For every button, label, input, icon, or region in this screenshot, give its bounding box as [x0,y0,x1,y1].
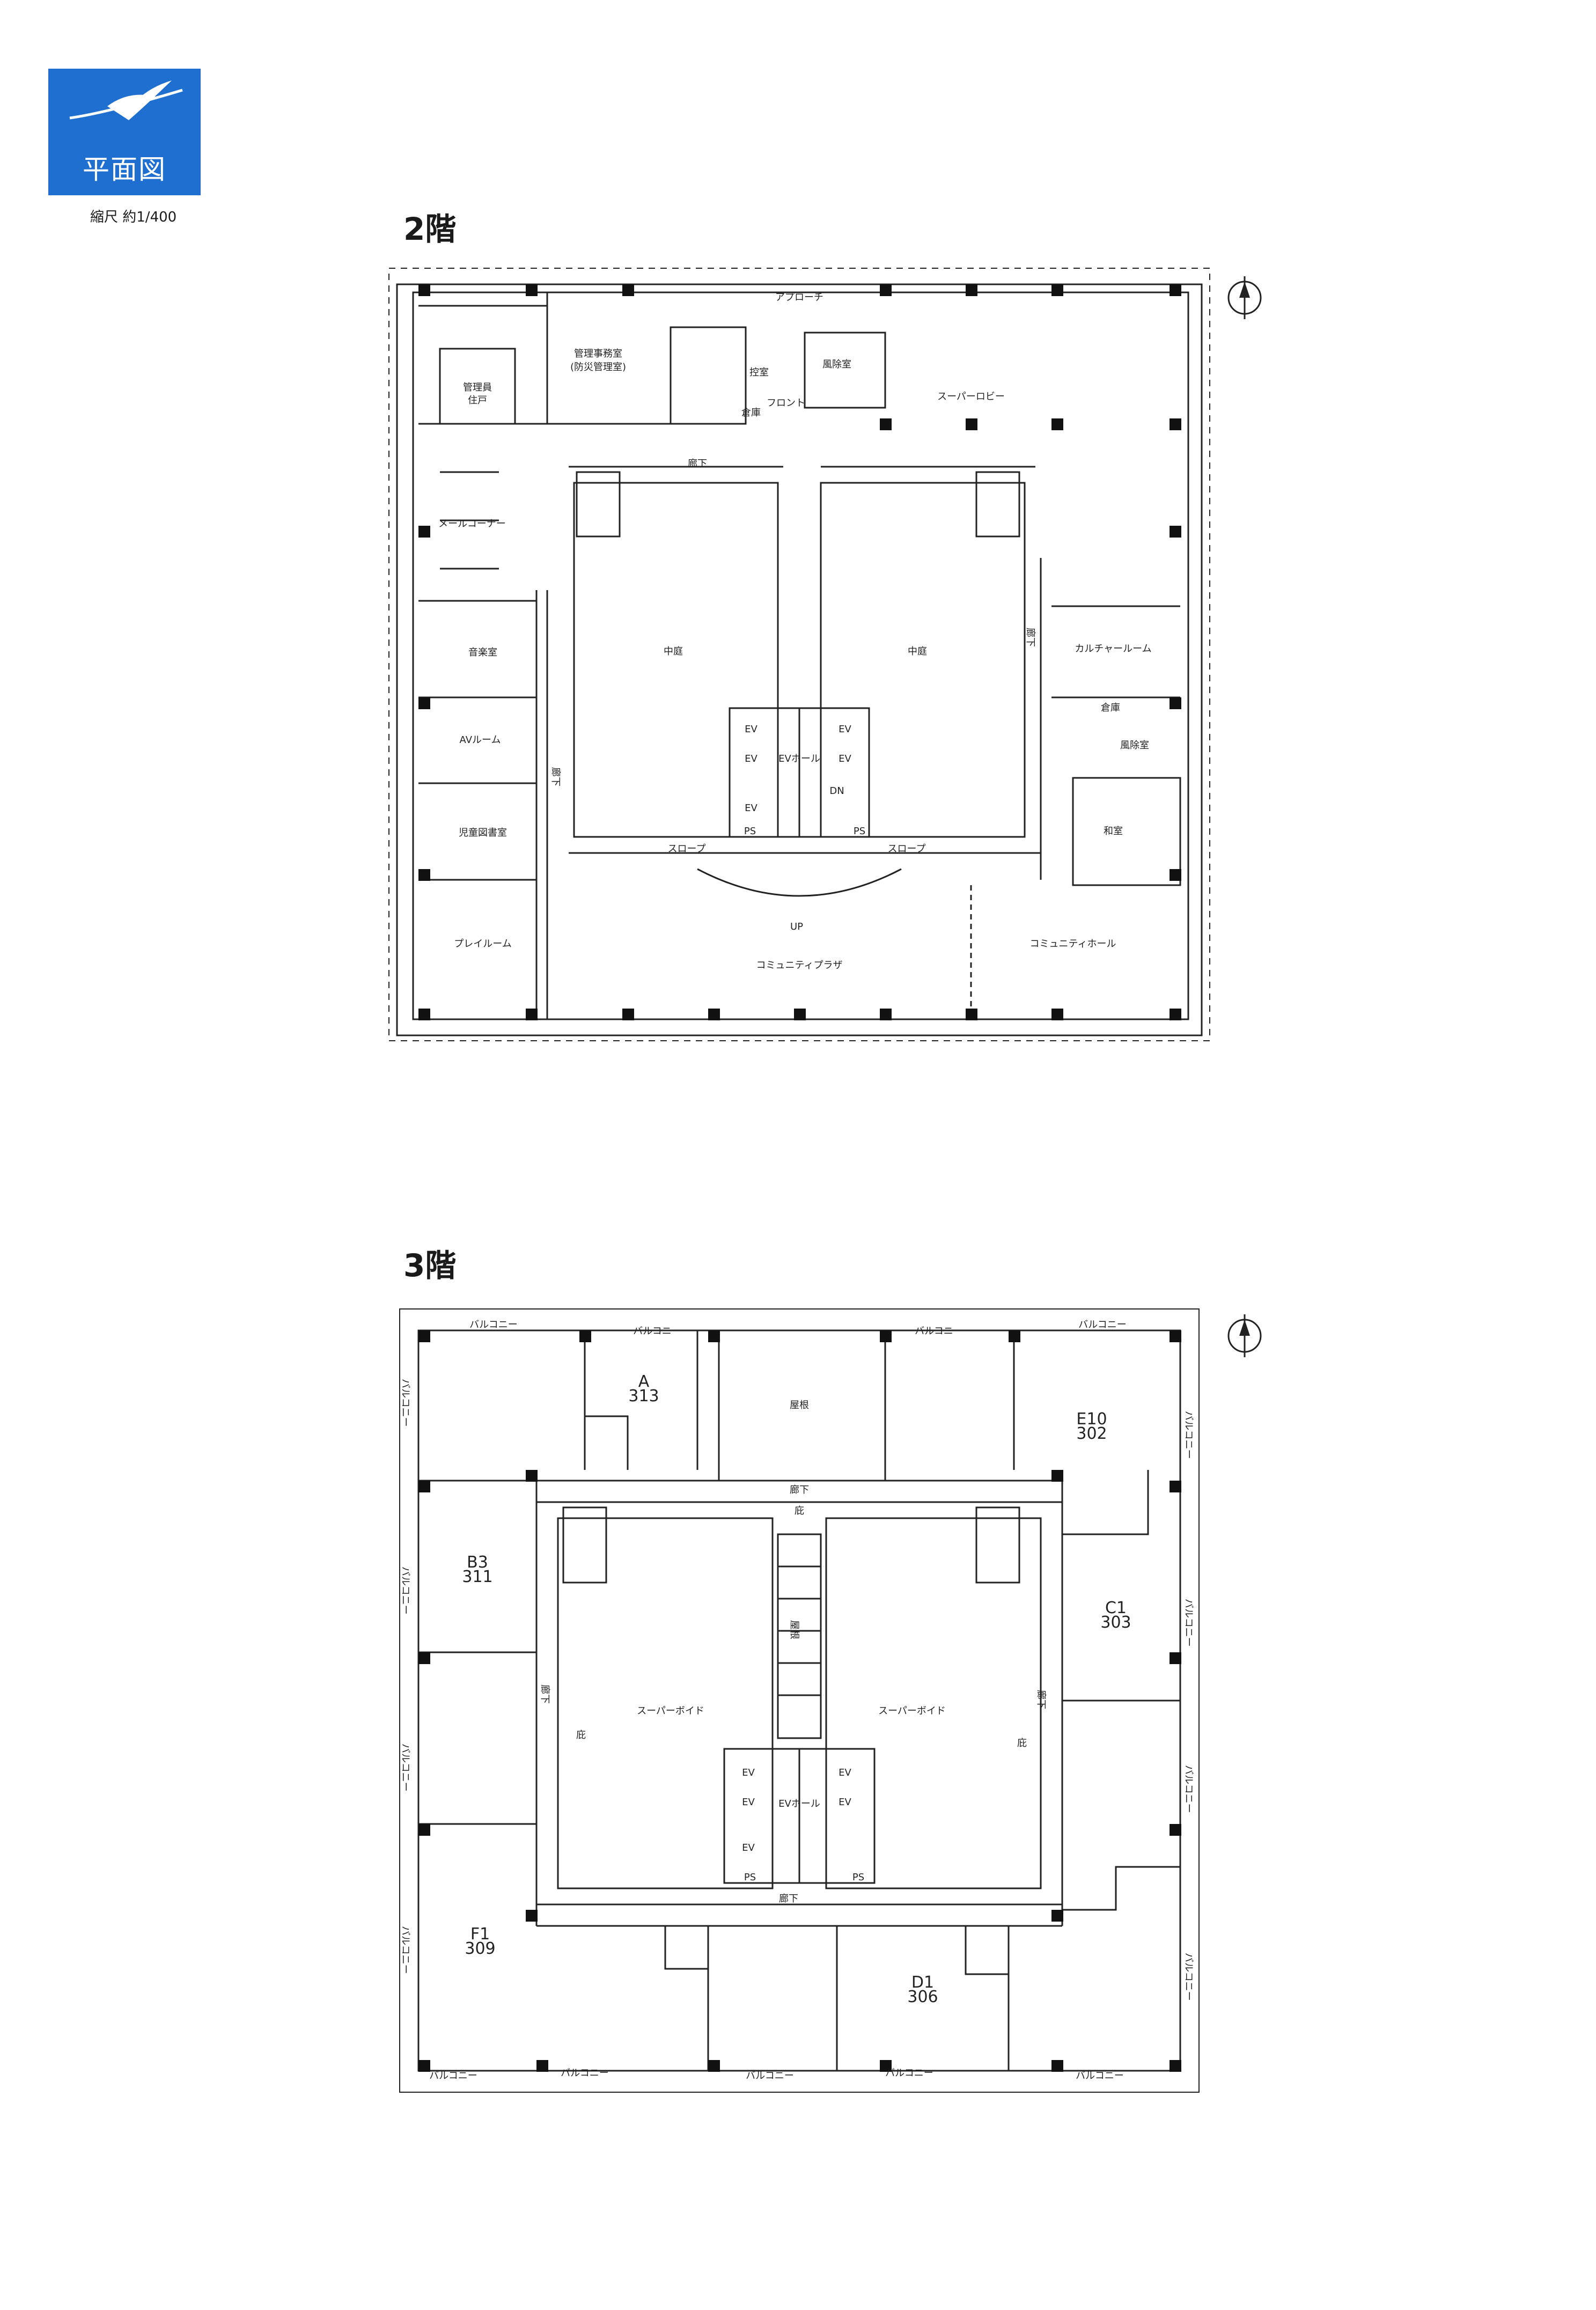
label-slope-left: スロープ [668,843,706,855]
label-ev-3: EV [745,803,757,814]
label-up: UP [790,921,803,932]
north-arrow-icon [1227,276,1262,319]
label-washitsu: 和室 [1104,826,1123,837]
label-corridor-left: 廊下 [539,1684,550,1704]
label-ev3-5: EV [839,1797,851,1808]
label-eaves-left: 庇 [576,1730,586,1741]
label-plaza: コミュニティプラザ [756,960,843,971]
label-super-void-right: スーパーボイド [878,1705,946,1717]
label-corridor-bottom: 廊下 [779,1893,798,1904]
label-balcony-right-4: バルコニー [1183,1953,1194,2001]
label-balcony-left-2: バルコニー [400,1566,411,1615]
label-ps-left: PS [744,826,756,837]
label-balcony-top-4: バルコニー [1078,1319,1127,1330]
label-balcony-left-4: バルコニー [400,1926,411,1974]
label-approach: アプローチ [775,292,823,303]
label-manager1: 管理員 [463,382,492,393]
label-ps3-right: PS [852,1872,864,1883]
label-ev-5: EV [839,753,851,764]
label-ev-2: EV [745,753,757,764]
label-corridor: 廊下 [688,458,707,469]
label-mail: メールコーナー [438,518,506,529]
label-music: 音楽室 [468,647,497,658]
label-balcony-top-3: バルコニー [915,1326,963,1337]
label-balcony-bottom-3: バルコニー [746,2070,794,2081]
label-balcony-right-2: バルコニー [1183,1599,1194,1647]
label-community-hall: コミュニティホール [1030,938,1116,950]
label-playroom: プレイルーム [454,938,511,950]
unit-type-d1: D1 [911,1973,934,1992]
floor2-title: 2階 [403,211,457,247]
label-balcony-bottom-5: バルコニー [1076,2070,1124,2081]
label-front: フロント [767,398,805,409]
label-storage: 倉庫 [741,407,761,418]
label-ev-hall: EVホール [778,753,820,764]
seagull-icon [69,80,183,120]
label-super-void-left: スーパーボイド [637,1705,704,1717]
unit-no-313: 313 [628,1387,659,1406]
label-courtyard-right: 中庭 [908,646,927,657]
scale-note: 縮尺 約1/400 [90,209,177,225]
label-courtyard-left: 中庭 [664,646,683,657]
label-ev3-2: EV [742,1797,755,1808]
label-balcony-right-1: バルコニー [1183,1411,1194,1459]
label-balcony-top-2: バルコニー [633,1326,681,1337]
label-balcony-right-3: バルコニー [1183,1765,1194,1813]
label-storage2: 倉庫 [1101,702,1120,713]
label-roof-center: 屋根 [789,1620,800,1639]
unit-no-309: 309 [465,1939,495,1958]
label-library: 児童図書室 [459,827,507,838]
label-office: 管理事務室 [574,348,622,359]
label-office-sub: (防災管理室) [570,362,626,373]
unit-no-302: 302 [1076,1424,1107,1443]
label-eaves-top: 庇 [795,1505,804,1517]
label-super-lobby: スーパーロビー [937,391,1005,402]
label-corridor-right: 廊下 [1025,628,1036,647]
label-ev-1: EV [745,724,757,735]
label-lounge: 控室 [749,367,769,378]
label-ev3-3: EV [742,1842,755,1853]
label-roof: 屋根 [790,1400,809,1411]
label-dn: DN [829,785,844,797]
unit-type-f1: F1 [470,1925,490,1944]
label-balcony-left-3: バルコニー [400,1743,411,1792]
label-ev-hall-3f: EVホール [778,1798,820,1809]
label-balcony-top-1: バルコニー [469,1319,518,1330]
unit-type-c1: C1 [1105,1599,1127,1617]
label-corridor-right: 廊下 [1035,1690,1047,1709]
columns-3f [418,1330,1181,2072]
label-manager2: 住戸 [468,395,487,406]
label-ev3-4: EV [839,1767,851,1778]
label-slope-right: スロープ [888,843,926,855]
columns [418,284,1181,1020]
unit-no-303: 303 [1100,1613,1131,1632]
page-title: 平面図 [83,154,166,185]
label-corridor-top: 廊下 [790,1484,809,1496]
label-av: AVルーム [460,734,501,746]
unit-type-a: A [638,1372,650,1391]
label-ev-4: EV [839,724,851,735]
label-balcony-bottom-4: バルコニー [885,2068,933,2079]
label-ps3-left: PS [744,1872,756,1883]
label-windroom2: 風除室 [1120,740,1149,751]
label-eaves-right: 庇 [1017,1738,1027,1749]
unit-no-306: 306 [907,1988,938,2006]
unit-no-311: 311 [462,1568,492,1586]
label-culture: カルチャールーム [1075,643,1151,654]
label-balcony-bottom-1: バルコニー [429,2070,477,2081]
label-ps-right: PS [854,826,865,837]
label-corridor-left: 廊下 [550,767,561,786]
label-balcony-bottom-2: バルコニー [561,2068,609,2079]
label-windroom: 風除室 [822,359,851,370]
unit-type-b3: B3 [467,1553,488,1572]
label-balcony-left-1: バルコニー [400,1379,411,1427]
section-badge: 平面図 [48,69,201,195]
unit-type-e10: E10 [1076,1410,1107,1429]
north-arrow-icon [1227,1314,1262,1357]
floor3-title: 3階 [403,1247,457,1284]
label-ev3-1: EV [742,1767,755,1778]
